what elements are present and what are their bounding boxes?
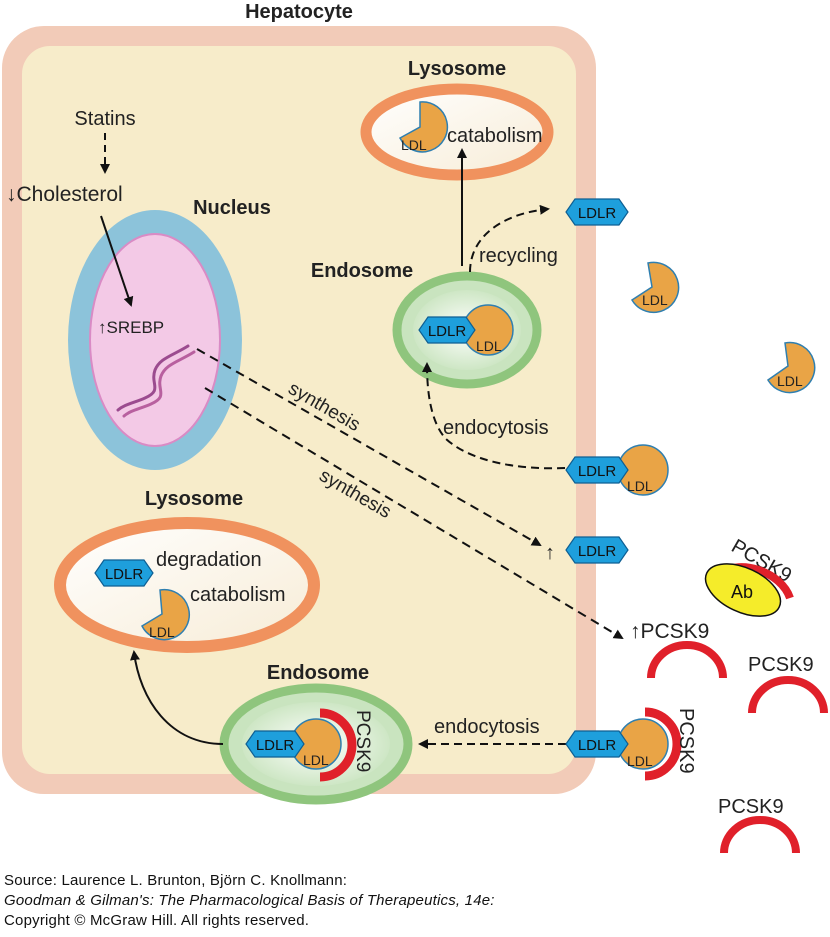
ldl-text: LDL	[149, 624, 175, 640]
source-line-2: Goodman & Gilman's: The Pharmacological …	[4, 892, 495, 909]
srebp-label: ↑SREBP	[98, 318, 164, 337]
lysosome-bottom	[54, 517, 320, 653]
endocytosis-bottom-label: endocytosis	[434, 716, 540, 738]
ldlr-text: LDLR	[578, 205, 617, 222]
catabolism-top-label: catabolism	[447, 125, 543, 147]
antibody-label: Ab	[731, 582, 753, 602]
ldlr-text: LDLR	[578, 463, 617, 480]
lysosome-top	[360, 83, 554, 181]
source-line-3: Copyright © McGraw Hill. All rights rese…	[4, 912, 310, 929]
free-ldl-1: LDL	[630, 261, 680, 314]
pcsk9-endosome-label: PCSK9	[352, 710, 373, 772]
recycling-arrow	[469, 204, 550, 273]
ldl-in-endosome-top: LDL	[462, 304, 514, 356]
antibody-pcsk9-complex: Ab	[704, 563, 794, 617]
ldlr-text: LDLR	[256, 737, 295, 754]
ldlr-in-lysosome-bottom: LDLR	[94, 559, 154, 587]
ldlr-recycled: LDLR	[565, 198, 629, 226]
catabolism-bottom-label: catabolism	[190, 584, 286, 606]
ldlr-text: LDLR	[428, 323, 467, 340]
ldlr-text: LDLR	[578, 543, 617, 560]
statins-label: Statins	[74, 108, 135, 130]
ldlr-newly-synthesized: LDLR	[565, 536, 629, 564]
srebp-dna-strand	[116, 344, 196, 418]
pcsk9-free-arc-2	[748, 676, 828, 714]
pcsk9-synthesis-arrow	[204, 387, 624, 640]
cholesterol-arrow	[100, 215, 134, 307]
pcsk9-free-label-2: PCSK9	[718, 796, 784, 818]
ldlr-ldl-surface-complex: LDL LDLR	[565, 444, 669, 496]
pcsk9-surface-label: PCSK9	[675, 708, 697, 774]
ldlr-ldl-pcsk9-surface-complex: LDL LDLR PCSK9	[565, 707, 697, 781]
ldl-text: LDL	[627, 478, 653, 494]
nucleus-interior	[89, 233, 221, 447]
ldl-text: LDL	[401, 137, 427, 153]
ldl-text: LDL	[627, 753, 653, 769]
endosome-top-label: Endosome	[311, 260, 413, 282]
pcsk9-increase-label: ↑PCSK9	[630, 620, 709, 643]
ldlr-text: LDLR	[105, 566, 144, 583]
cholesterol-label: ↓Cholesterol	[6, 183, 123, 206]
ldl-pcsk9-in-endosome-bottom: LDL LDLR PCSK9	[245, 708, 373, 782]
recycling-label: recycling	[479, 245, 558, 267]
lysosome-bottom-label: Lysosome	[145, 488, 243, 510]
ldl-text: LDL	[642, 292, 668, 308]
endocytosis-top-arrow	[422, 362, 566, 470]
endosome-bottom-label: Endosome	[267, 662, 369, 684]
lysosome-top-label: Lysosome	[408, 58, 506, 80]
endosome-to-lysosome-bottom-arrow	[130, 650, 224, 745]
free-ldl-2: LDL	[767, 341, 816, 394]
ldl-text: LDL	[476, 338, 502, 354]
pcsk9-free-arc-1	[647, 641, 727, 679]
ldlr-increase-arrow: ↑	[545, 542, 555, 564]
pcsk9-free-label-1: PCSK9	[748, 654, 814, 676]
pcsk9-free-arc-3	[720, 816, 800, 854]
endocytosis-top-label: endocytosis	[443, 417, 549, 439]
nucleus-label: Nucleus	[193, 197, 271, 219]
hepatocyte-title: Hepatocyte	[245, 1, 353, 23]
ldl-in-lysosome-top: LDL	[399, 101, 449, 153]
ldlr-text: LDLR	[578, 737, 617, 754]
ldlr-in-endosome-top: LDLR	[418, 316, 476, 344]
ldl-text: LDL	[303, 752, 329, 768]
ldlr-synthesis-arrow	[196, 348, 542, 546]
source-line-1: Source: Laurence L. Brunton, Björn C. Kn…	[4, 872, 348, 889]
degradation-label: degradation	[156, 549, 262, 571]
ldl-in-lysosome-bottom: LDL	[141, 588, 190, 641]
ldl-text: LDL	[777, 373, 803, 389]
